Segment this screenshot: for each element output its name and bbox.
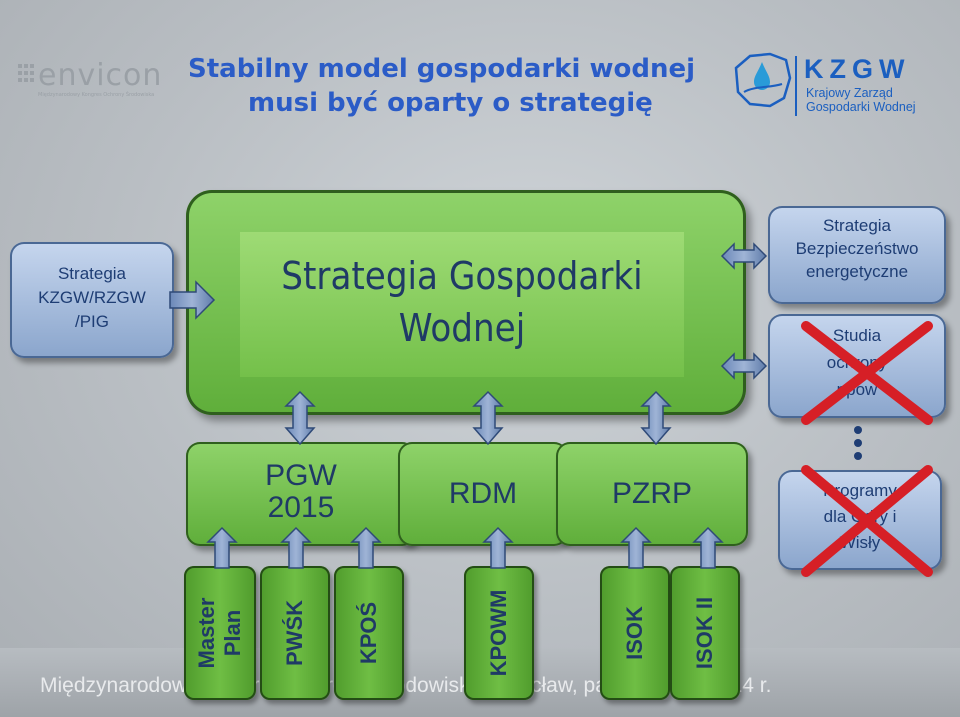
arrow-main-to-energy [720,242,768,270]
arrow-left-to-main [169,280,216,320]
arrow-main-pgw [284,390,316,446]
kzgw-name-line1: Krajowy Zarząd [806,86,893,100]
main-strategy-label: Strategia Gospodarki Wodnej [240,250,684,354]
vertical-ellipsis-icon [854,426,862,460]
left-box-line3: /PIG [74,312,109,331]
title-line2: musi być oparty o strategię [248,88,653,118]
kzgw-separator [795,56,797,116]
right2-line1: Studia [832,326,882,345]
envicon-tagline: Międzynarodowy Kongres Ochrony Środowisk… [38,92,155,98]
red-cross-mark-1 [801,321,933,425]
right1-line3: energetyczne [805,262,909,281]
arrow-main-rdm [472,390,504,446]
main-label-line1: Strategia Gospodarki [281,254,643,298]
pwsk-box: PWŚK [260,566,330,700]
arrow-main-pzrp [640,390,672,446]
poland-map-drop-icon [734,52,792,108]
title-line1: Stabilny model gospodarki wodnej [188,54,696,84]
left-box-line1: Strategia [57,264,127,283]
pzrp-box: PZRP [556,442,748,546]
pgw-line2: 2015 [267,491,335,524]
slide-title: Stabilny model gospodarki wodnej musi by… [178,52,748,120]
envicon-grid-icon [18,64,34,82]
kzgw-name: Krajowy Zarząd Gospodarki Wodnej [806,86,916,114]
arrow-kpos-to-pgw [350,526,382,569]
arrow-main-to-studies [720,352,768,380]
isok-ii-box: ISOK II [670,566,740,700]
left-box-line2: KZGW/RZGW [38,288,146,307]
right1-line1: Strategia [822,216,892,235]
kpos-box: KPOŚ [334,566,404,700]
pgw-line1: PGW [265,459,337,492]
energy-security-box: Strategia Bezpieczeństwo energetyczne [768,206,946,304]
arrow-kpowm-to-rdm [482,526,514,569]
strategy-kzgw-box: Strategia KZGW/RZGW /PIG [10,242,174,358]
arrow-isok-to-pzrp [620,526,652,569]
envicon-wordmark: envicon [38,58,163,93]
isok-box: ISOK [600,566,670,700]
kzgw-name-line2: Gospodarki Wodnej [806,100,916,114]
kzgw-abbr: KZGW [804,54,911,84]
right1-line2: Bezpieczeństwo [795,239,919,258]
rdm-box: RDM [398,442,568,546]
envicon-logo: envicon Międzynarodowy Kongres Ochrony Ś… [18,58,168,98]
red-cross-mark-2 [801,465,933,577]
pgw-2015-box: PGW 2015 [186,442,416,546]
arrow-pwsk-to-pgw [280,526,312,569]
master-plan-box: Master Plan [184,566,256,700]
main-strategy-inner [240,232,684,377]
arrow-master-to-pgw [206,526,238,569]
kpowm-box: KPOWM [464,566,534,700]
arrow-isok2-to-pzrp [692,526,724,569]
main-label-line2: Wodnej [398,306,526,350]
